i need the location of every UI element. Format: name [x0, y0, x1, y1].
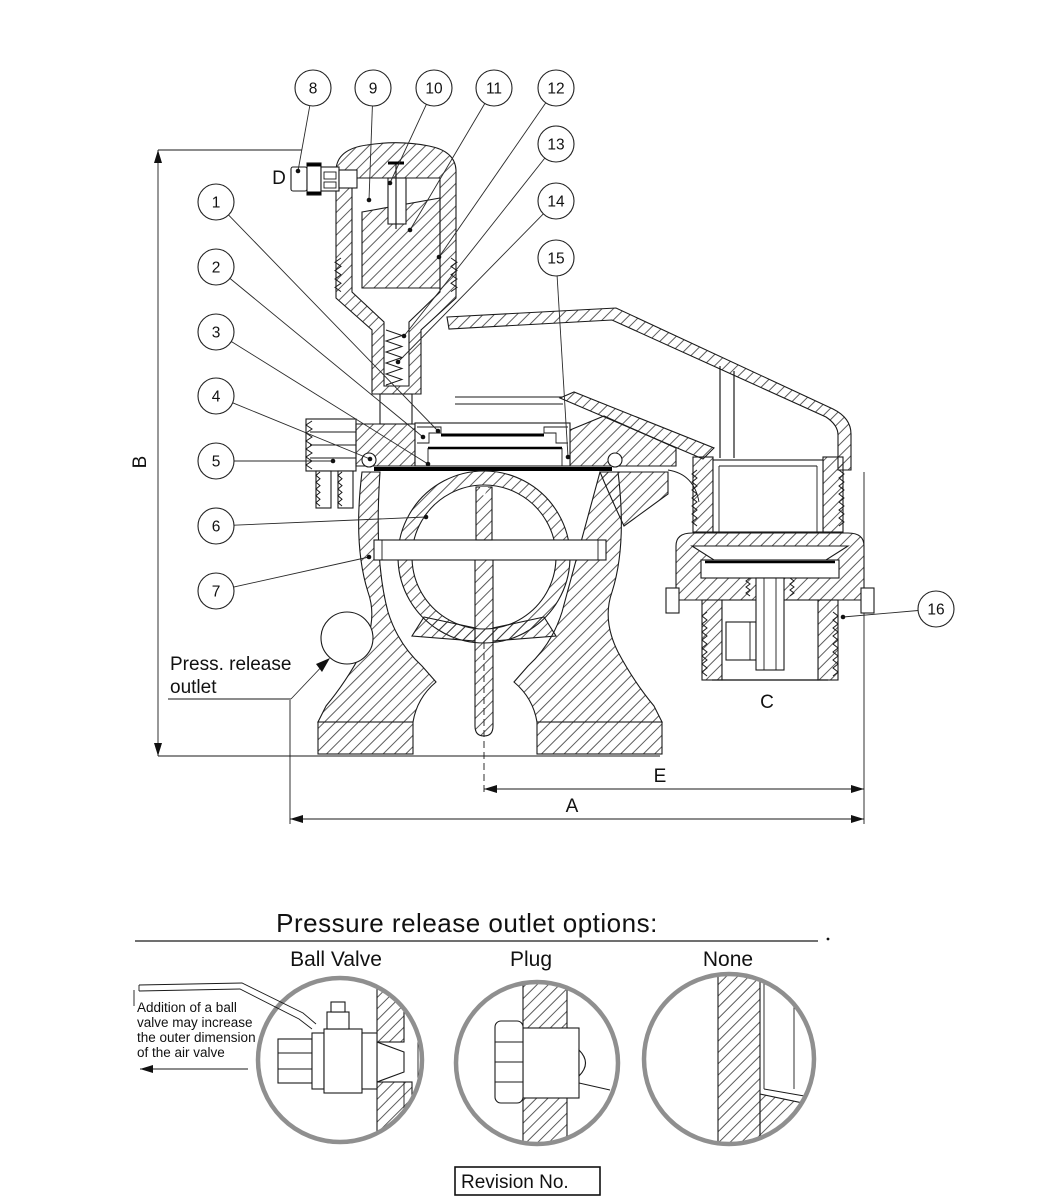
callout-number-9: 9 [369, 81, 378, 98]
callout-number-6: 6 [212, 519, 221, 536]
inlet-fitting [290, 162, 358, 196]
dim-label-b: B [130, 456, 151, 469]
revision-box: Revision No. [454, 1166, 601, 1196]
valve-assembly [290, 142, 875, 755]
pressure-release-boss [320, 611, 374, 665]
dimension-labels: D B C E A [130, 168, 774, 817]
press-release-label-line1: Press. release [170, 654, 291, 675]
callout-balloons: 1 2 3 4 5 6 7 8 9 10 11 12 13 14 15 16 [197, 69, 955, 628]
option-circle-none [641, 971, 817, 1147]
seat-flange-assembly [305, 415, 700, 509]
callout-number-12: 12 [547, 81, 564, 98]
options-title: Pressure release outlet options: [276, 908, 658, 938]
dim-label-a: A [566, 796, 579, 817]
option-label-ball-valve: Ball Valve [290, 948, 382, 971]
options-section: Pressure release outlet options: Ball Va… [133, 908, 830, 1147]
press-release-callout: Press. release outlet [168, 654, 330, 700]
callout-number-5: 5 [212, 454, 221, 471]
note-line-4: of the air valve [137, 1045, 225, 1060]
detail-circle-none [641, 971, 817, 1147]
option-circle-ball-valve [138, 975, 425, 1145]
outlet-component [665, 456, 875, 681]
callout-number-2: 2 [212, 260, 221, 277]
callout-number-14: 14 [547, 194, 565, 211]
callout-number-3: 3 [212, 325, 221, 342]
option-label-none: None [703, 948, 753, 971]
note-line-1: Addition of a ball [137, 1000, 237, 1015]
press-release-label-line2: outlet [170, 677, 217, 698]
revision-label: Revision No. [461, 1172, 569, 1193]
ball-valve-note: Addition of a ball valve may increase th… [133, 990, 256, 1073]
callout-number-4: 4 [212, 389, 221, 406]
detail-circle-plug [453, 979, 621, 1147]
float-ball [373, 470, 607, 737]
upper-chamber [334, 142, 458, 425]
option-label-plug: Plug [510, 948, 552, 971]
note-line-3: the outer dimension [137, 1030, 256, 1045]
callout-number-13: 13 [547, 137, 564, 154]
callout-number-7: 7 [212, 584, 221, 601]
callout-number-16: 16 [927, 602, 944, 619]
callout-number-11: 11 [486, 81, 502, 98]
valve-body [317, 471, 669, 755]
callout-number-15: 15 [547, 251, 564, 268]
detail-circle-ball-valve [255, 975, 425, 1145]
dim-label-d: D [272, 168, 286, 189]
option-circle-plug [453, 979, 621, 1147]
callout-number-1: 1 [212, 195, 221, 212]
note-line-2: valve may increase [137, 1015, 253, 1030]
callout-number-8: 8 [309, 81, 318, 98]
dim-label-c: C [760, 692, 774, 713]
dimension-lines [154, 149, 865, 824]
dim-label-e: E [654, 766, 667, 787]
callout-number-10: 10 [425, 81, 443, 98]
